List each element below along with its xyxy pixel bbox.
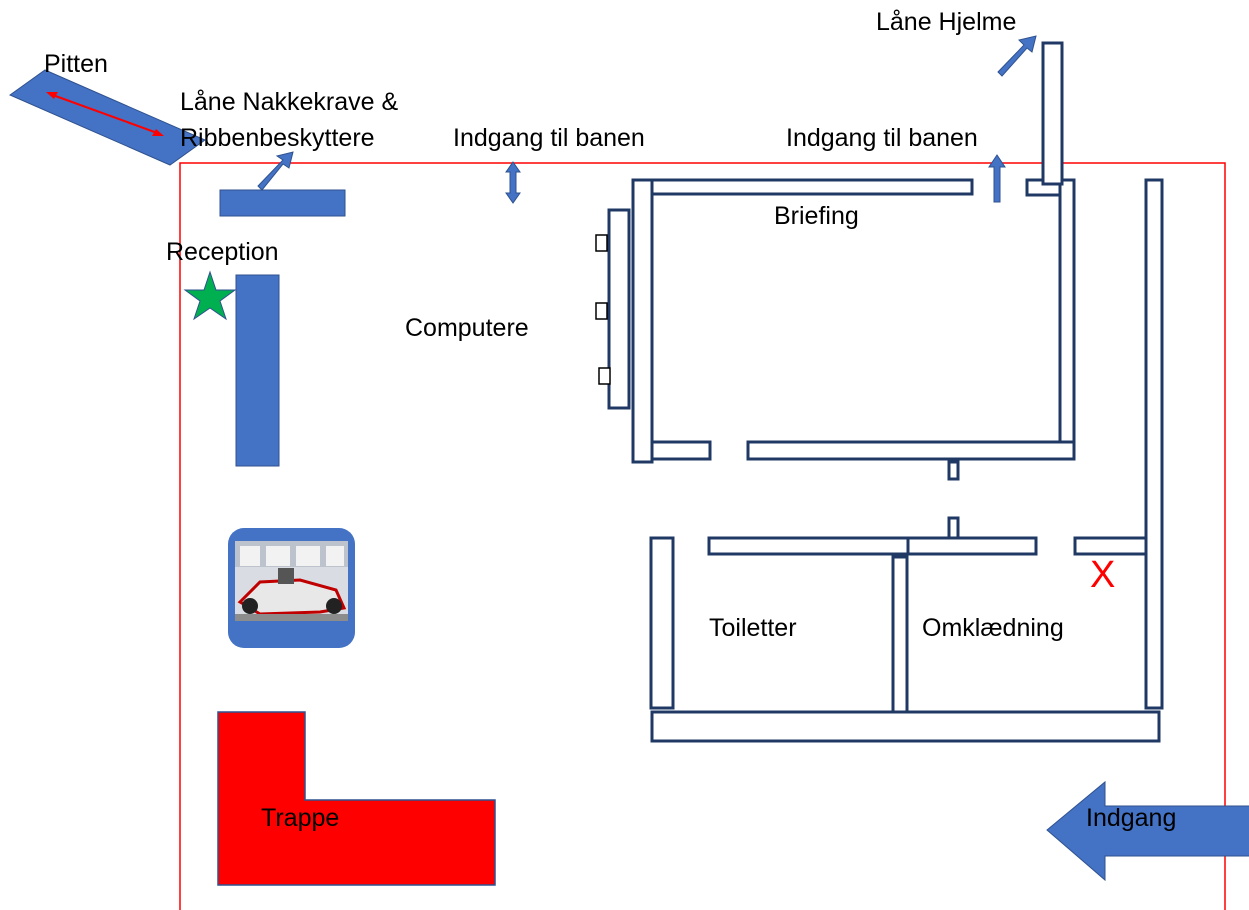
toilets-label: Toiletter bbox=[709, 614, 797, 642]
entrance-label: Indgang bbox=[1086, 804, 1177, 832]
lower-rooms-walls bbox=[649, 536, 1161, 743]
star-icon bbox=[183, 270, 237, 321]
neck-brace-label-line2: Ribbenbeskyttere bbox=[180, 124, 375, 152]
x-marker: X bbox=[1090, 554, 1116, 596]
briefing-label: Briefing bbox=[774, 202, 859, 230]
neck-brace-label-line1: Låne Nakkekrave & bbox=[180, 88, 399, 116]
stairs-label: Trappe bbox=[261, 804, 340, 832]
arrow-left-icon bbox=[1046, 780, 1249, 882]
computer-3 bbox=[598, 367, 611, 385]
track-entrance-label-1: Indgang til banen bbox=[453, 124, 645, 152]
right-corridor-wall bbox=[1144, 178, 1164, 710]
stairs bbox=[217, 711, 496, 886]
track-entrance-arrow-2 bbox=[988, 154, 1006, 203]
reception-desk bbox=[235, 274, 280, 467]
computer-1 bbox=[595, 234, 608, 252]
pit-area bbox=[8, 69, 207, 166]
changing-room-label: Omklædning bbox=[922, 614, 1064, 642]
computers-label: Computere bbox=[405, 314, 529, 342]
building-boundary bbox=[179, 162, 1226, 910]
helmet-label: Låne Hjelme bbox=[876, 8, 1017, 36]
reception-label: Reception bbox=[166, 238, 279, 266]
helmet-arrow bbox=[997, 35, 1037, 77]
neck-brace-counter bbox=[219, 189, 346, 217]
track-entrance-label-2: Indgang til banen bbox=[786, 124, 978, 152]
computer-2 bbox=[595, 302, 608, 320]
pit-double-arrow bbox=[49, 93, 161, 135]
go-kart-photo bbox=[228, 528, 355, 648]
helmet-rack bbox=[1041, 41, 1064, 186]
computer-desk bbox=[607, 208, 631, 410]
pit-label: Pitten bbox=[44, 50, 108, 78]
briefing-room-walls bbox=[631, 178, 1076, 541]
track-entrance-arrow-1 bbox=[505, 161, 521, 204]
neck-brace-arrow bbox=[257, 151, 294, 191]
